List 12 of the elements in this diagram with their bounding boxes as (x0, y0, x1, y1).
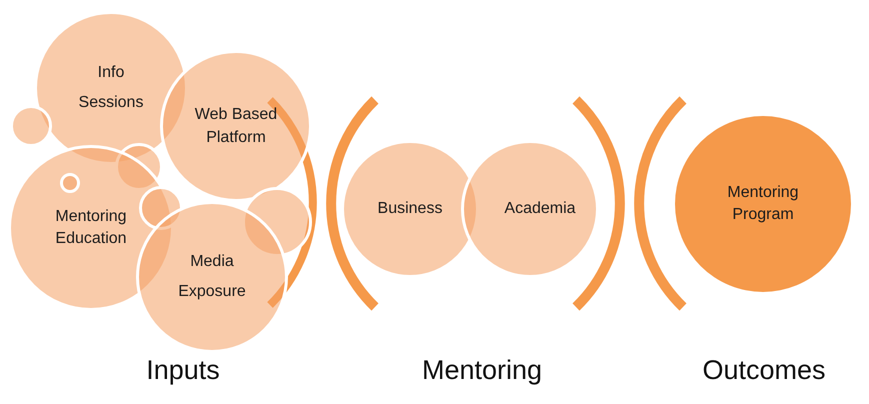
node-label: Info Sessions (78, 63, 144, 113)
node-label: Academia (504, 199, 576, 219)
node-label: Mentoring Education (54, 207, 128, 249)
node-label: Mentoring Program (726, 183, 800, 225)
node-label: Business (378, 199, 442, 219)
group-label: Inputs (146, 354, 220, 386)
group-label: Outcomes (702, 354, 826, 386)
bubble-circle (139, 186, 183, 230)
node-label: Media Exposure (177, 252, 247, 302)
bubble-circle (60, 173, 80, 193)
node-label: Web Based Platform (194, 105, 278, 148)
group-label: Mentoring (422, 354, 542, 386)
